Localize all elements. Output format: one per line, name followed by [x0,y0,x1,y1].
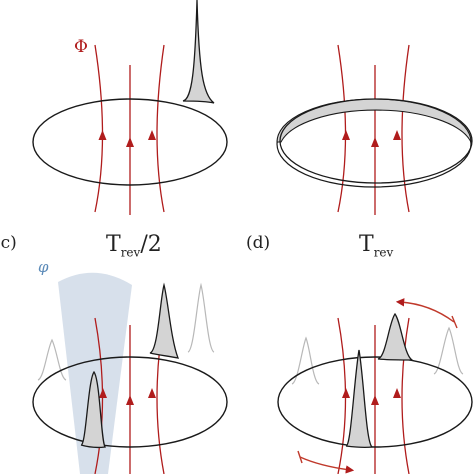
flux-symbol-label: Φ [74,37,88,57]
flux-line-left [94,44,104,213]
panel-a [32,0,228,215]
flux-arrow-center [126,137,134,147]
flux-arrow-left [98,130,107,140]
flux-line-left [337,44,347,213]
flux-arrow-center [371,395,379,405]
t-half-suffix: /2 [140,232,162,257]
rotation-arrow-top [395,298,455,323]
flux-arrow-center [126,395,134,405]
flux-arrows-c [99,388,156,405]
panel-b [276,44,473,215]
panel-c [32,272,228,474]
ring-d [277,356,473,448]
t-rev-sub: rev [373,245,394,260]
flux-lines-a [94,44,165,215]
t-half-sub: rev [120,245,141,260]
t-half-main: T [106,232,121,257]
flux-arrow-right [148,130,156,140]
flux-arrow-right [148,388,156,398]
ring-b [279,98,473,184]
phase-symbol-label: φ [38,258,49,276]
flux-arrow-center [371,137,379,147]
flux-arrow-left [99,388,107,398]
wavepacket-bottom-c [80,370,107,449]
ghost-packet-right [433,326,464,375]
rotation-arrow-bottom [299,456,355,474]
wavepacket-peak-a [182,0,215,104]
panel-d [277,298,473,474]
flux-arrows-a [98,130,156,147]
flux-line-right [401,317,410,474]
wavepacket-top-d [377,312,415,361]
rotation-arrow-top-bar [451,315,458,329]
flux-arrow-left [342,388,350,398]
t-rev-label: Trev [359,232,393,259]
ghost-packet-right [187,282,215,353]
flux-lines-b [337,44,410,215]
ghost-packet-left [37,338,67,381]
panel-d-letter: (d) [246,233,271,253]
ring-a [32,98,228,186]
flux-line-right [156,44,165,213]
flux-arrow-right [393,130,401,140]
ghost-packet-left [291,336,320,385]
wavepacket-bottom-d [345,349,374,449]
flux-arrow-left [342,130,350,140]
t-rev-main: T [359,232,374,257]
flux-arrow-right [393,388,401,398]
wavepacket-top-c [149,282,180,359]
rotation-arrow-bottom-bar [297,450,303,464]
t-half-label: Trev/2 [106,232,162,259]
panel-c-letter: (c) [0,233,17,253]
ring-c [32,356,228,448]
flux-arrows-d [342,388,401,405]
flux-line-right [401,44,410,213]
delocalized-band-b [276,98,472,143]
flux-arrows-b [342,130,401,147]
